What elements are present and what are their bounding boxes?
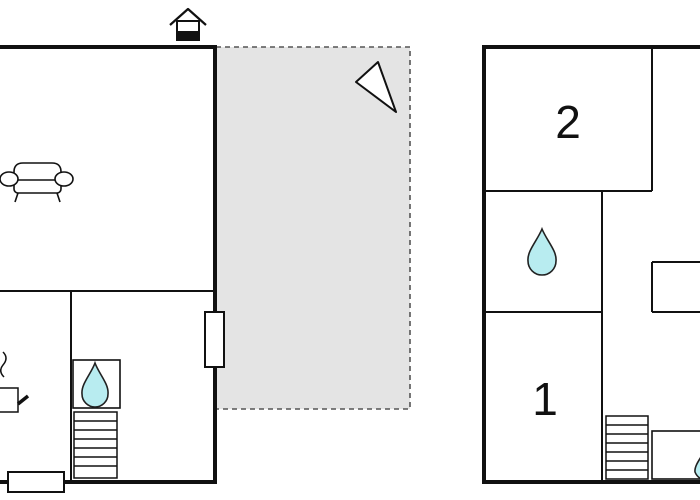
upper-floor-interior-walls [484,47,700,482]
water-drop-icon [81,360,109,408]
stairs-icon [73,411,118,479]
upper-floor-walls [482,45,700,484]
ground-bathroom [72,359,121,409]
ground-floor [0,7,411,493]
stairs-icon [605,415,649,480]
room-label-bedroom-1: 1 [532,373,558,425]
house-entrance-icon [169,7,207,41]
ground-floor-interior-walls [0,290,215,482]
water-drop-icon [694,457,700,480]
terrace-door [204,311,225,368]
water-drop-icon [527,226,557,276]
sofa-icon [0,162,74,203]
terrace [215,46,411,410]
view-direction-icon [355,61,397,113]
upper-bathroom-box [651,430,700,480]
window-bottom [7,471,65,493]
room-label-bedroom-2: 2 [555,96,581,148]
upper-floor: 2 1 [482,45,700,484]
kitchen-pot-icon [0,351,30,413]
